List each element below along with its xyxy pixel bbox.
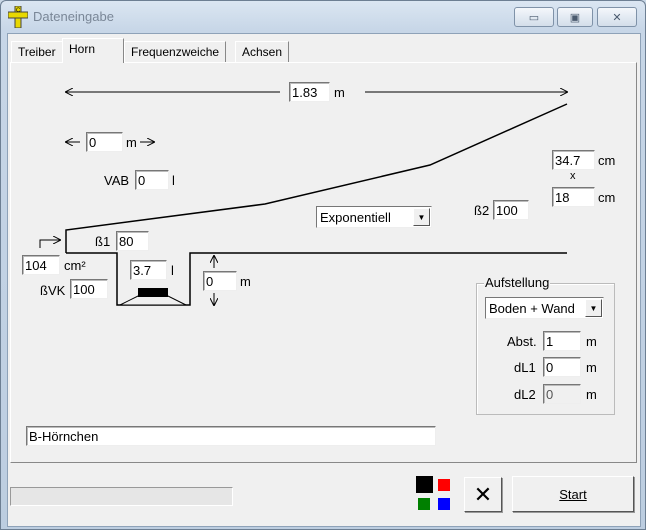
- svg-text:C: C: [16, 8, 21, 14]
- times-label: x: [570, 170, 576, 182]
- horn-panel: [10, 62, 637, 463]
- beta1-input[interactable]: 80: [116, 231, 149, 251]
- throat-area-unit: cm²: [64, 258, 86, 273]
- length-unit: m: [334, 85, 345, 100]
- chevron-down-icon[interactable]: ▼: [413, 208, 430, 226]
- color-swatch-black[interactable]: [416, 476, 433, 493]
- horn-name-input[interactable]: B-Hörnchen: [26, 426, 436, 446]
- start-button[interactable]: Start: [512, 476, 634, 512]
- beta2-label: ß2: [474, 203, 490, 218]
- speaker-cone: [119, 295, 187, 306]
- abst-label: Abst.: [507, 334, 537, 349]
- vab-unit: l: [172, 173, 175, 188]
- beta2-input[interactable]: 100: [493, 200, 529, 220]
- throat-arrow: [39, 240, 60, 248]
- dl2-unit: m: [586, 387, 597, 402]
- maximize-icon: ▣: [569, 11, 581, 24]
- aufstellung-legend: Aufstellung: [484, 275, 551, 290]
- chamber-volume-input[interactable]: 3.7: [130, 260, 167, 280]
- offset-unit: m: [126, 135, 137, 150]
- offset-input[interactable]: 0: [86, 132, 123, 152]
- close-button[interactable]: ✕: [597, 7, 637, 27]
- progress-bar: [10, 487, 233, 506]
- beta-vk-label: ßVK: [40, 283, 66, 298]
- window-title: Dateneingabe: [33, 9, 114, 24]
- speaker-magnet: [138, 288, 168, 297]
- driver-offset-unit: m: [240, 274, 251, 289]
- close-x-icon: ✕: [473, 481, 493, 507]
- mouth-width-input[interactable]: 34.7: [552, 150, 595, 170]
- abst-unit: m: [586, 334, 597, 349]
- cancel-button[interactable]: ✕: [464, 477, 502, 512]
- close-icon: ✕: [612, 11, 622, 24]
- color-swatch-green[interactable]: [418, 498, 430, 510]
- flare-type-value: Exponentiell: [320, 210, 391, 225]
- placement-value: Boden + Wand: [489, 301, 575, 316]
- minimize-button[interactable]: ▭: [514, 7, 554, 27]
- throat-area-input[interactable]: 104: [22, 255, 60, 275]
- minimize-icon: ▭: [528, 11, 540, 24]
- mouth-width-unit: cm: [598, 153, 616, 168]
- placement-select[interactable]: Boden + Wand ▼: [485, 297, 604, 319]
- driver-offset-input[interactable]: 0: [203, 271, 237, 291]
- beta1-label: ß1: [95, 234, 111, 249]
- vab-label: VAB: [104, 173, 130, 188]
- dl2-input: 0: [543, 384, 581, 404]
- dl1-input[interactable]: 0: [543, 357, 581, 377]
- chevron-down-icon[interactable]: ▼: [585, 299, 602, 317]
- tab-horn[interactable]: Horn: [62, 38, 124, 63]
- flare-type-select[interactable]: Exponentiell ▼: [316, 206, 432, 228]
- mouth-height-input[interactable]: 18: [552, 187, 595, 207]
- abst-input[interactable]: 1: [543, 331, 581, 351]
- tab-frequenzweiche[interactable]: Frequenzweiche: [124, 41, 227, 62]
- dl2-label: dL2: [514, 387, 536, 402]
- mouth-height-unit: cm: [598, 190, 616, 205]
- tab-achsen[interactable]: Achsen: [235, 41, 290, 62]
- vab-input[interactable]: 0: [135, 170, 169, 190]
- chamber-volume-unit: l: [171, 263, 174, 278]
- maximize-button[interactable]: ▣: [557, 7, 593, 27]
- length-input[interactable]: 1.83: [289, 82, 330, 102]
- dl1-unit: m: [586, 360, 597, 375]
- ruler-app-icon: C: [8, 6, 28, 28]
- beta-vk-input[interactable]: 100: [70, 279, 108, 299]
- color-swatch-blue[interactable]: [438, 498, 450, 510]
- dl1-label: dL1: [514, 360, 536, 375]
- tab-treiber[interactable]: Treiber: [11, 41, 63, 62]
- color-swatch-red[interactable]: [438, 479, 450, 491]
- horn-top-wall: [65, 103, 568, 253]
